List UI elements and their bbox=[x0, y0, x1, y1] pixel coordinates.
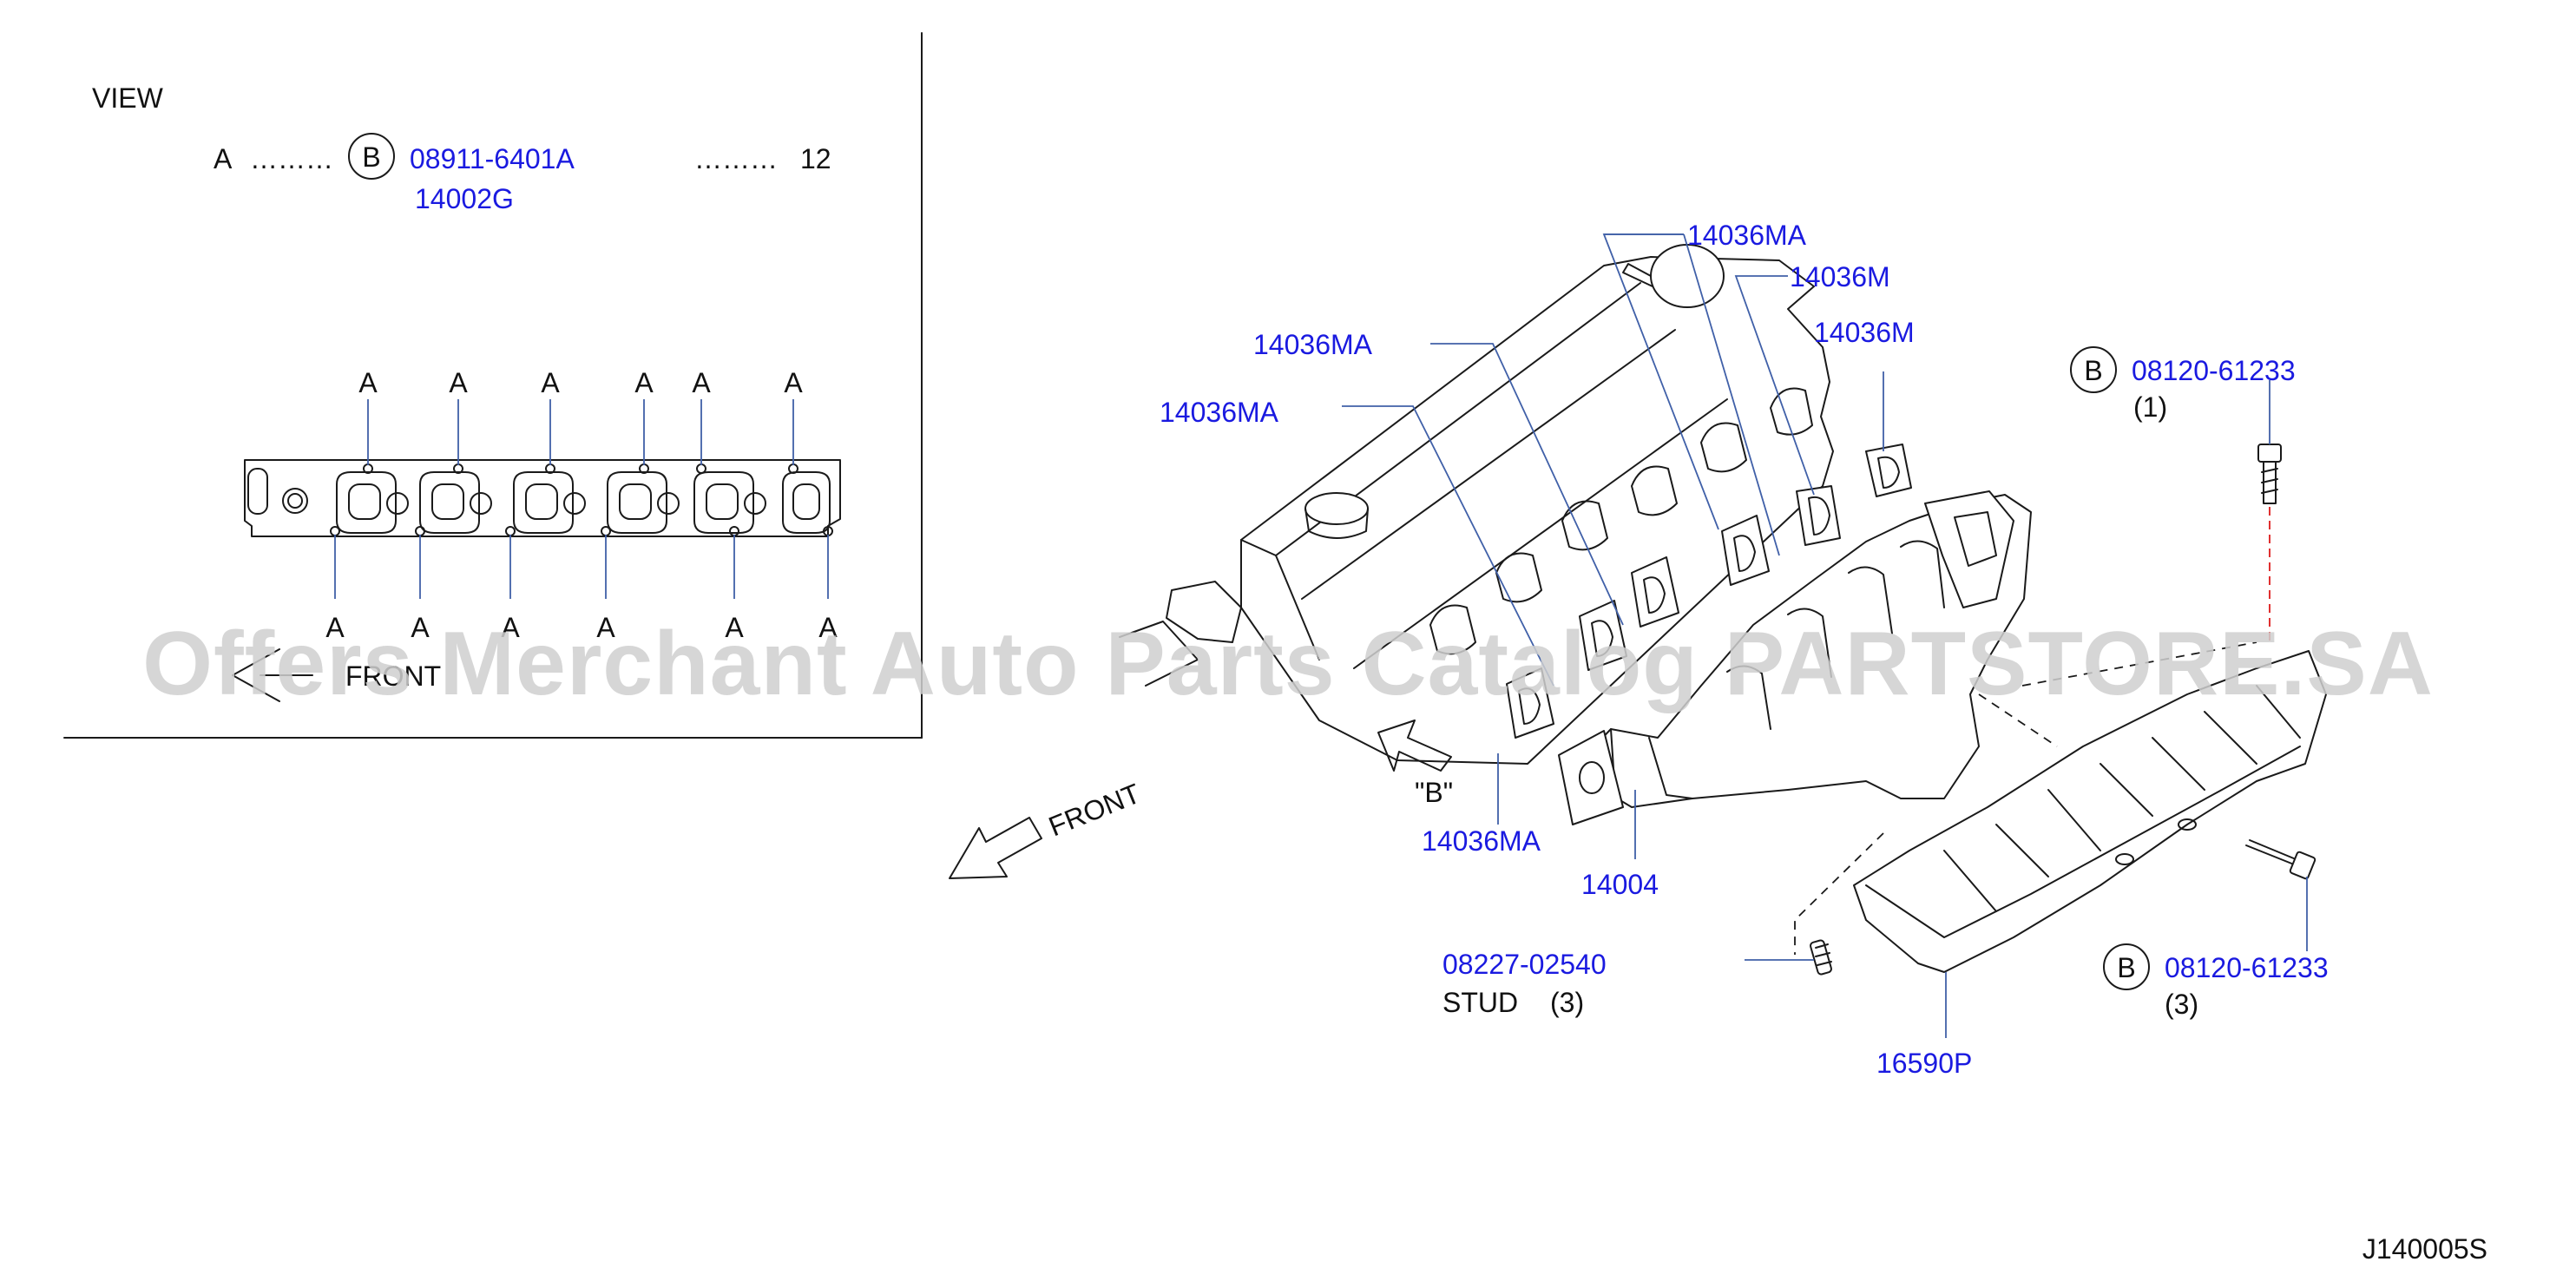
head-exhaust-ports bbox=[1429, 387, 1813, 655]
view-bottom-leaders bbox=[334, 535, 829, 599]
stud-icon bbox=[1810, 939, 1832, 976]
legend-dots-left: ……… bbox=[250, 143, 333, 174]
callout-14036MA-top: 14036MA bbox=[1687, 220, 1807, 251]
bolt-bottom-icon bbox=[2245, 839, 2316, 880]
gasket-hole bbox=[282, 488, 308, 514]
view-bottom-label-1: A bbox=[325, 612, 345, 643]
gasket-14036M-1 bbox=[1796, 485, 1841, 546]
gasket-port-1 bbox=[336, 471, 409, 534]
view-top-label-6: A bbox=[784, 367, 803, 398]
bolt-bottom-circle-letter: B bbox=[2117, 952, 2135, 983]
view-top-label-5: A bbox=[692, 367, 711, 398]
thermostat-housing bbox=[1650, 244, 1725, 308]
bolt-top-circle-letter: B bbox=[2084, 355, 2102, 386]
cylinder-head bbox=[1119, 244, 1834, 765]
view-top-label-3: A bbox=[541, 367, 560, 398]
bolt-bottom-callout: B 08120-61233 (3) bbox=[2103, 943, 2329, 1020]
gasket-14036M-2 bbox=[1865, 444, 1912, 497]
view-front-arrow-icon bbox=[232, 648, 313, 702]
view-bottom-label-2: A bbox=[411, 612, 430, 643]
legend-circle-b: B bbox=[348, 133, 395, 180]
diagram-code: J140005S bbox=[2362, 1233, 2487, 1265]
legend-part-number-2: 14002G bbox=[415, 183, 514, 214]
gasket-slot bbox=[247, 468, 268, 515]
callout-14036MA-left: 14036MA bbox=[1160, 397, 1279, 428]
view-front-label: FRONT bbox=[345, 660, 441, 692]
view-panel: VIEW A ……… B 08911-6401A ……… 12 14002G bbox=[63, 32, 923, 739]
callout-14004: 14004 bbox=[1581, 869, 1659, 900]
callout-16590P: 16590P bbox=[1876, 1048, 1972, 1079]
bolt-bottom-circle bbox=[2103, 943, 2150, 990]
stud-part: 08227-02540 bbox=[1442, 949, 1607, 980]
legend-circle-letter: B bbox=[362, 141, 380, 173]
callout-14036MA-mid: 14036MA bbox=[1253, 329, 1373, 360]
gasket-14036MA-2 bbox=[1579, 600, 1627, 671]
exhaust-manifold bbox=[1558, 490, 2032, 825]
main-drawing: "B" FRONT bbox=[949, 220, 2329, 1079]
gasket-port-5 bbox=[693, 471, 766, 534]
gasket-14036MA-3 bbox=[1631, 556, 1679, 628]
bolt-top-circle bbox=[2070, 346, 2117, 393]
gasket-port-4 bbox=[607, 471, 680, 534]
legend-letter: A bbox=[214, 143, 233, 174]
legend-dots-right: ……… bbox=[694, 143, 778, 174]
bolt-top-icon bbox=[2257, 444, 2282, 642]
view-b-marker: "B" bbox=[1415, 777, 1453, 808]
callout-14036M-1: 14036M bbox=[1790, 261, 1890, 292]
stud-label: STUD bbox=[1442, 987, 1518, 1018]
watermark: Offers Merchant Auto Parts Catalog PARTS… bbox=[142, 614, 2434, 714]
gasket-14036MA-1 bbox=[1506, 667, 1554, 739]
view-bottom-label-6: A bbox=[818, 612, 838, 643]
view-top-label-1: A bbox=[358, 367, 378, 398]
gasket-14036MA-4 bbox=[1721, 515, 1770, 586]
view-bottom-label-5: A bbox=[725, 612, 744, 643]
view-bottom-label-4: A bbox=[596, 612, 615, 643]
bolt-bottom-part: 08120-61233 bbox=[2165, 952, 2329, 983]
stud-qty: (3) bbox=[1550, 987, 1584, 1018]
legend-circle-shape bbox=[348, 133, 395, 180]
front-arrow-icon bbox=[949, 817, 1042, 879]
bolt-top-part: 08120-61233 bbox=[2132, 355, 2296, 386]
stud-dots-bottom bbox=[330, 526, 833, 536]
view-top-leaders bbox=[367, 399, 794, 465]
callout-leaders bbox=[1342, 233, 2308, 1038]
front-label: FRONT bbox=[1044, 778, 1145, 843]
callout-14036M-2: 14036M bbox=[1814, 317, 1915, 348]
bolt-top-callout: B 08120-61233 (1) bbox=[2070, 346, 2296, 423]
gasket-strip bbox=[244, 459, 841, 537]
dashed-references bbox=[1794, 641, 2257, 955]
gasket-port-6 bbox=[782, 471, 831, 534]
view-b-arrow-icon bbox=[1377, 720, 1452, 772]
legend-part-number: 08911-6401A bbox=[410, 143, 575, 174]
legend-quantity: 12 bbox=[800, 143, 831, 174]
gasket-port-2 bbox=[419, 471, 492, 534]
view-title: VIEW bbox=[92, 82, 164, 114]
oil-cap bbox=[1304, 492, 1369, 525]
view-top-label-4: A bbox=[634, 367, 654, 398]
port-gaskets bbox=[1506, 444, 1912, 739]
view-top-label-2: A bbox=[449, 367, 468, 398]
view-bottom-label-3: A bbox=[501, 612, 520, 643]
bolt-top-qty: (1) bbox=[2133, 391, 2167, 423]
bolt-bottom-qty: (3) bbox=[2165, 989, 2198, 1020]
heat-shield bbox=[1853, 650, 2327, 973]
callout-14036MA-bottom: 14036MA bbox=[1422, 825, 1541, 857]
gasket-port-3 bbox=[513, 471, 586, 534]
